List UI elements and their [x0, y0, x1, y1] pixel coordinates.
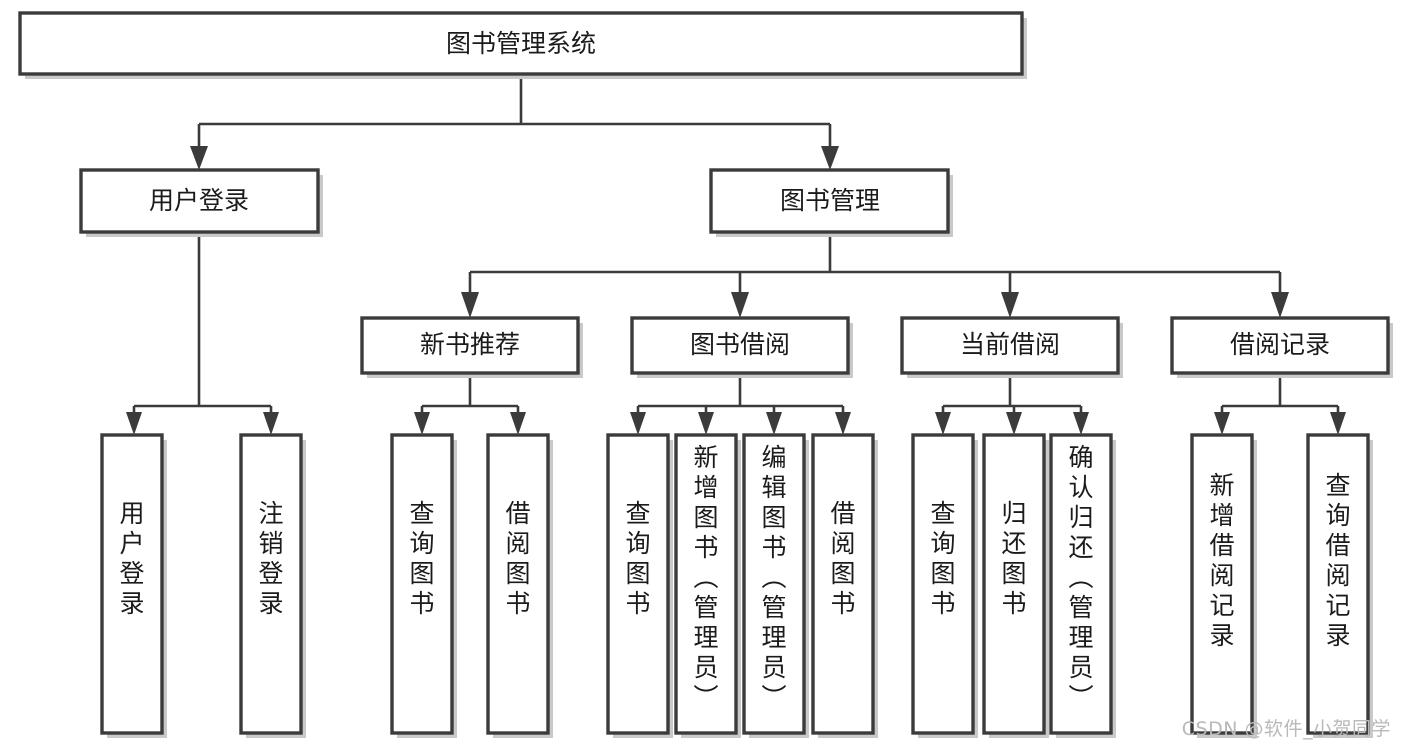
node-leaf-edit-book[interactable]: 编辑图书︵管理员︶ — [742, 433, 809, 738]
node-leaf-confirm-return-box — [1049, 433, 1113, 735]
node-leaf-query-book-1-box — [390, 433, 454, 735]
arrow-head-leaf-query-record — [1330, 412, 1346, 435]
arrow-head-leaf-add-book — [698, 412, 714, 435]
node-leaf-query-record[interactable]: 查询借阅记录 — [1306, 433, 1373, 738]
arrow-head-book-manage — [821, 146, 839, 170]
node-book-borrow-label: 图书借阅 — [690, 330, 790, 359]
node-leaf-logout-login-box — [239, 433, 303, 735]
node-user-login-box — [79, 168, 320, 234]
node-book-borrow[interactable]: 图书借阅 — [630, 316, 853, 378]
node-leaf-add-record[interactable]: 新增借阅记录 — [1190, 433, 1257, 738]
node-leaf-borrow-book-1-box — [486, 433, 550, 735]
node-leaf-confirm-return-label: 确认归还︵管理员︶ — [1068, 443, 1093, 712]
node-leaf-query-record-label: 查询借阅记录 — [1325, 471, 1350, 650]
arrow-head-leaf-borrow-book-2 — [835, 412, 851, 435]
node-leaf-add-book-label: 新增图书︵管理员︶ — [693, 443, 718, 712]
node-leaf-user-login-label: 用户登录 — [119, 499, 144, 618]
arrow-head-leaf-user-login — [126, 412, 142, 435]
arrow-head-leaf-query-book-2 — [630, 412, 646, 435]
node-new-book-recommend[interactable]: 新书推荐 — [360, 316, 583, 378]
node-leaf-user-login-box — [100, 433, 164, 735]
arrow-head-new-book-recommend — [461, 292, 479, 318]
node-root-box — [18, 11, 1024, 76]
node-leaf-add-book[interactable]: 新增图书︵管理员︶ — [674, 433, 741, 738]
node-current-borrow-label: 当前借阅 — [960, 330, 1060, 359]
node-leaf-borrow-book-2-box — [811, 433, 875, 735]
node-leaf-edit-book-label: 编辑图书︵管理员︶ — [761, 443, 786, 712]
node-leaf-query-book-3[interactable]: 查询图书 — [911, 433, 978, 738]
node-book-borrow-box — [630, 316, 850, 375]
node-leaf-edit-book-box — [742, 433, 806, 735]
node-root[interactable]: 图书管理系统 — [18, 11, 1027, 79]
node-book-manage-box — [709, 168, 950, 234]
node-user-login[interactable]: 用户登录 — [79, 168, 323, 237]
node-leaf-query-book-3-label: 查询图书 — [930, 499, 955, 618]
node-leaf-return-book-label: 归还图书 — [1001, 499, 1026, 618]
node-borrow-record[interactable]: 借阅记录 — [1170, 316, 1393, 378]
arrow-head-leaf-add-record — [1214, 412, 1230, 435]
node-book-manage[interactable]: 图书管理 — [709, 168, 953, 237]
node-root-label: 图书管理系统 — [446, 29, 596, 58]
node-book-manage-label: 图书管理 — [780, 186, 880, 215]
arrow-head-current-borrow — [1001, 292, 1019, 318]
arrow-head-borrow-record — [1271, 292, 1289, 318]
node-borrow-record-label: 借阅记录 — [1230, 330, 1330, 359]
csdn-watermark: CSDN @软件_小贺同学 — [1181, 718, 1391, 740]
node-leaf-add-record-box — [1190, 433, 1254, 735]
leaf-nodes-layer: 用户登录 注销登录 查询图书 借阅图书 查询图书 — [100, 433, 1373, 738]
connector-layer — [126, 75, 1346, 435]
node-leaf-borrow-book-1-label: 借阅图书 — [505, 499, 530, 618]
node-leaf-add-record-label: 新增借阅记录 — [1209, 471, 1234, 650]
arrow-head-leaf-return-book — [1006, 412, 1022, 435]
node-borrow-record-box — [1170, 316, 1390, 375]
arrow-head-leaf-borrow-book-1 — [510, 412, 526, 435]
arrow-head-leaf-edit-book — [766, 412, 782, 435]
node-leaf-return-book[interactable]: 归还图书 — [982, 433, 1049, 738]
node-leaf-query-book-1-label: 查询图书 — [409, 499, 434, 618]
node-user-login-label: 用户登录 — [149, 186, 249, 215]
arrow-head-book-borrow — [731, 292, 749, 318]
arrow-head-user-login — [190, 146, 208, 170]
node-leaf-query-book-2[interactable]: 查询图书 — [606, 433, 673, 738]
node-leaf-query-book-1[interactable]: 查询图书 — [390, 433, 457, 738]
node-leaf-borrow-book-2[interactable]: 借阅图书 — [811, 433, 878, 738]
node-leaf-user-login[interactable]: 用户登录 — [100, 433, 167, 738]
arrow-head-leaf-query-book-3 — [935, 412, 951, 435]
arrow-head-leaf-confirm-return — [1073, 412, 1089, 435]
node-leaf-borrow-book-1[interactable]: 借阅图书 — [486, 433, 553, 738]
node-leaf-logout-login-label: 注销登录 — [258, 499, 283, 618]
node-leaf-add-book-box — [674, 433, 738, 735]
node-leaf-logout-login[interactable]: 注销登录 — [239, 433, 306, 738]
node-leaf-confirm-return[interactable]: 确认归还︵管理员︶ — [1049, 433, 1116, 738]
arrow-head-leaf-logout-login — [263, 412, 279, 435]
node-current-borrow-box — [900, 316, 1120, 375]
node-leaf-query-book-2-box — [606, 433, 670, 735]
arrow-head-leaf-query-book-1 — [414, 412, 430, 435]
node-current-borrow[interactable]: 当前借阅 — [900, 316, 1123, 378]
node-new-book-recommend-box — [360, 316, 580, 375]
node-leaf-query-record-box — [1306, 433, 1370, 735]
node-new-book-recommend-label: 新书推荐 — [420, 330, 520, 359]
node-leaf-return-book-box — [982, 433, 1046, 735]
node-leaf-query-book-2-label: 查询图书 — [625, 499, 650, 618]
node-leaf-query-book-3-box — [911, 433, 975, 735]
node-leaf-borrow-book-2-label: 借阅图书 — [830, 499, 855, 618]
